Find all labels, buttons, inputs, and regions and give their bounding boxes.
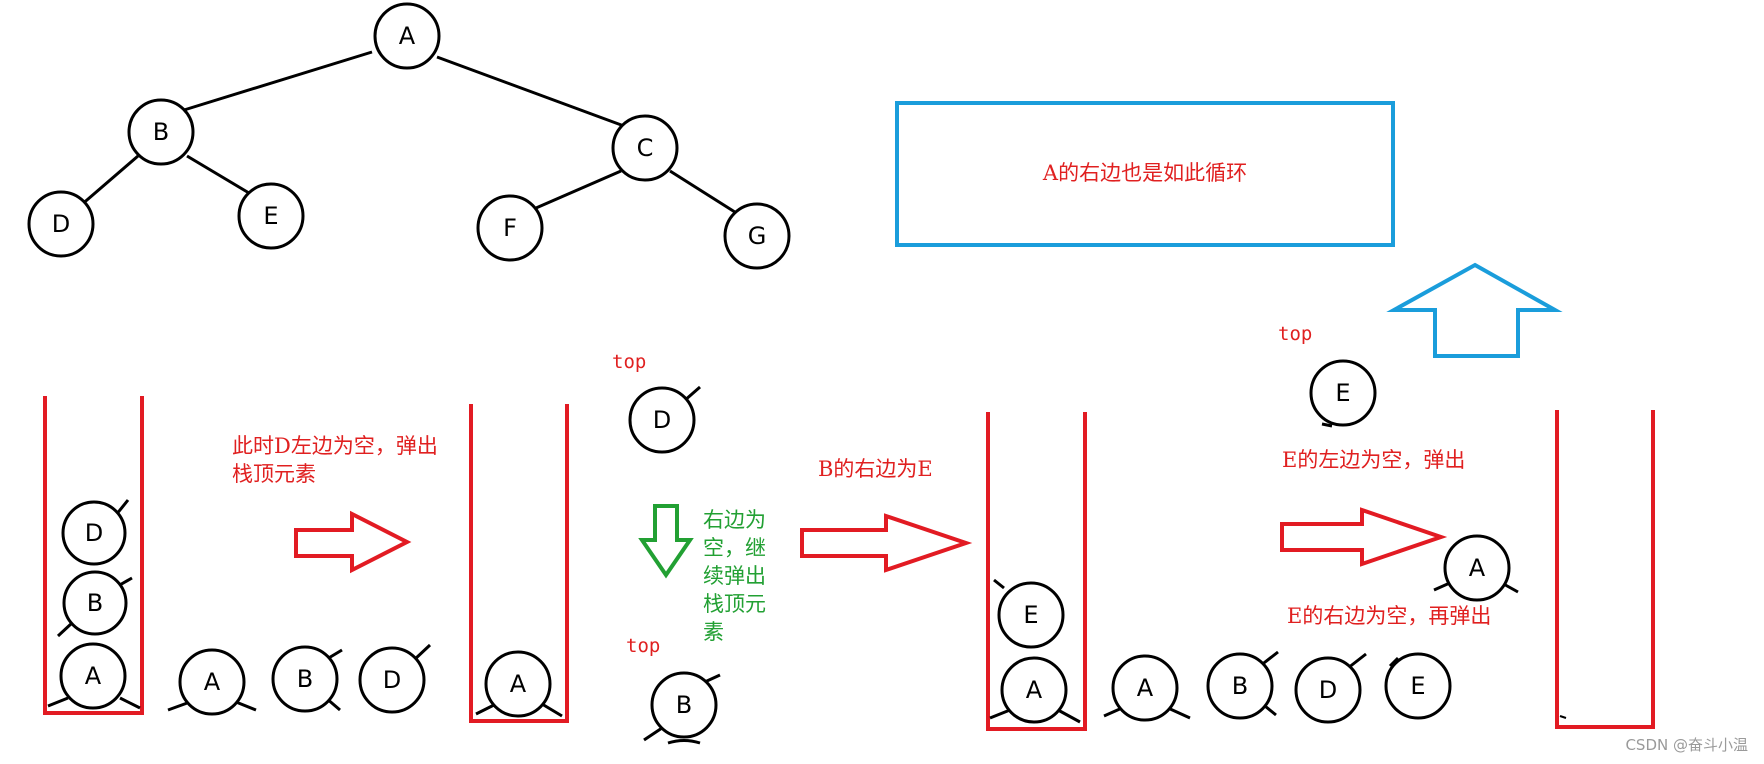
panel-3-sequence-node-d-label: D: [1319, 676, 1337, 704]
panel-1-sequence-node-b: B: [271, 645, 343, 713]
panel-2-note-line-4: 栈顶元: [703, 592, 766, 616]
panel-2-note-line-5: 素: [703, 620, 724, 644]
tree-edge-b-e: [186, 154, 250, 195]
watermark: CSDN @奋斗小温: [1625, 736, 1748, 754]
panel-1-note-line-1: 此时D左边为空，弹出: [232, 434, 438, 458]
panel-2-note-line-1: 右边为: [703, 508, 766, 532]
panel-3-stack-node-a: A: [989, 656, 1081, 724]
tree-node-d: D: [27, 190, 95, 258]
panel-1-sequence-node-a: A: [167, 648, 257, 716]
panel-2-next-top-node-b: B: [643, 671, 721, 745]
panel-1-stack-node-a-label: A: [85, 662, 102, 690]
panel-2-green-down-arrow: [638, 504, 694, 579]
panel-1-stack-node-b-label: B: [87, 589, 103, 617]
tree-edge-a-c: [436, 55, 625, 128]
panel-2-popped-node-d-label: D: [653, 406, 671, 434]
panel-1-stack-node-b: B: [56, 570, 133, 638]
panel-1-stack: [43, 396, 144, 715]
panel-1-red-arrow: [294, 510, 412, 574]
binary-tree: A B C D E F G: [27, 2, 791, 270]
tree-node-b-label: B: [153, 118, 169, 146]
panel-3-sequence-node-e: E: [1384, 652, 1452, 720]
panel-1-stack-node-d: D: [61, 499, 130, 566]
panel-2: A top D 右边为 空，继 续弹出 栈顶元 素 top B: [469, 351, 766, 745]
tree-node-d-label: D: [52, 210, 70, 238]
panel-3-red-arrow: [800, 513, 973, 573]
panel-3-sequence-node-e-label: E: [1410, 672, 1425, 700]
panel-4-note-1: E的左边为空，弹出: [1282, 448, 1465, 472]
tree-edge-c-g: [669, 169, 739, 216]
tree-node-e-label: E: [263, 202, 278, 230]
panel-4-red-arrow: [1280, 507, 1448, 567]
panel-4-note-2: E的右边为空，再弹出: [1287, 604, 1491, 628]
summary-box: A的右边也是如此循环: [895, 101, 1395, 247]
panel-2-next-top-node-b-label: B: [676, 691, 692, 719]
panel-2-popped-node-d: D: [628, 385, 701, 454]
panel-4-popped-node-e-label: E: [1335, 379, 1350, 407]
panel-2-note-line-3: 续弹出: [703, 564, 766, 588]
panel-1-stack-node-d-label: D: [85, 519, 103, 547]
blue-up-arrow: [1386, 262, 1563, 358]
panel-3: B的右边为E E A A B D: [800, 412, 1452, 731]
summary-box-text: A的右边也是如此循环: [1042, 161, 1247, 185]
tree-node-c: C: [611, 114, 679, 182]
panel-1-sequence-node-a-label: A: [204, 668, 221, 696]
panel-1-sequence-node-d-label: D: [383, 666, 401, 694]
panel-2-stack-node-a-label: A: [510, 670, 527, 698]
tree-node-e: E: [237, 182, 305, 250]
panel-3-sequence-node-b: B: [1206, 650, 1279, 720]
panel-1-sequence-node-d: D: [358, 643, 432, 714]
panel-4-stack-mark: [1559, 715, 1567, 719]
panel-3-note: B的右边为E: [818, 457, 933, 481]
panel-3-stack-node-e: E: [993, 578, 1065, 649]
panel-4-top-label: top: [1278, 323, 1312, 345]
panel-1-sequence-node-b-label: B: [297, 665, 313, 693]
panel-2-top-label-2: top: [626, 635, 660, 657]
tree-node-a-label: A: [399, 22, 416, 50]
panel-4: top E E的左边为空，弹出 A E的右边为空，再弹出: [1278, 323, 1655, 729]
tree-node-f: F: [476, 194, 544, 262]
tree-node-b: B: [127, 98, 195, 166]
tree-node-c-label: C: [637, 134, 654, 162]
tree-edge-c-f: [535, 169, 622, 210]
panel-3-stack: [986, 412, 1087, 731]
tree-node-a: A: [373, 2, 441, 70]
panel-4-popped-node-a-label: A: [1469, 554, 1486, 582]
panel-2-stack-node-a: A: [475, 650, 563, 718]
panel-3-stack-node-e-label: E: [1023, 601, 1038, 629]
tree-node-g: G: [723, 202, 791, 270]
panel-4-popped-node-e: E: [1309, 359, 1377, 428]
panel-2-note-line-2: 空，继: [703, 536, 766, 560]
panel-3-sequence-node-b-label: B: [1232, 672, 1248, 700]
panel-3-sequence-node-a: A: [1103, 654, 1191, 722]
panel-2-stack: [469, 404, 569, 723]
tree-node-g-label: G: [748, 222, 767, 250]
panel-3-sequence-node-a-label: A: [1137, 674, 1154, 702]
panel-2-top-label-1: top: [612, 351, 646, 373]
panel-4-popped-node-a: A: [1433, 534, 1519, 602]
panel-1-note-line-2: 栈顶元素: [232, 462, 316, 486]
panel-1: D B A 此时D左边为空，弹出 栈顶元素 A B: [43, 396, 438, 716]
tree-edge-a-b: [183, 50, 373, 112]
panel-3-sequence-node-d: D: [1294, 652, 1367, 724]
tree-edge-b-d: [79, 154, 139, 208]
panel-4-stack-empty: [1555, 410, 1655, 729]
panel-1-stack-node-a: A: [47, 642, 141, 710]
panel-3-stack-node-a-label: A: [1026, 676, 1043, 704]
tree-node-f-label: F: [503, 214, 517, 242]
